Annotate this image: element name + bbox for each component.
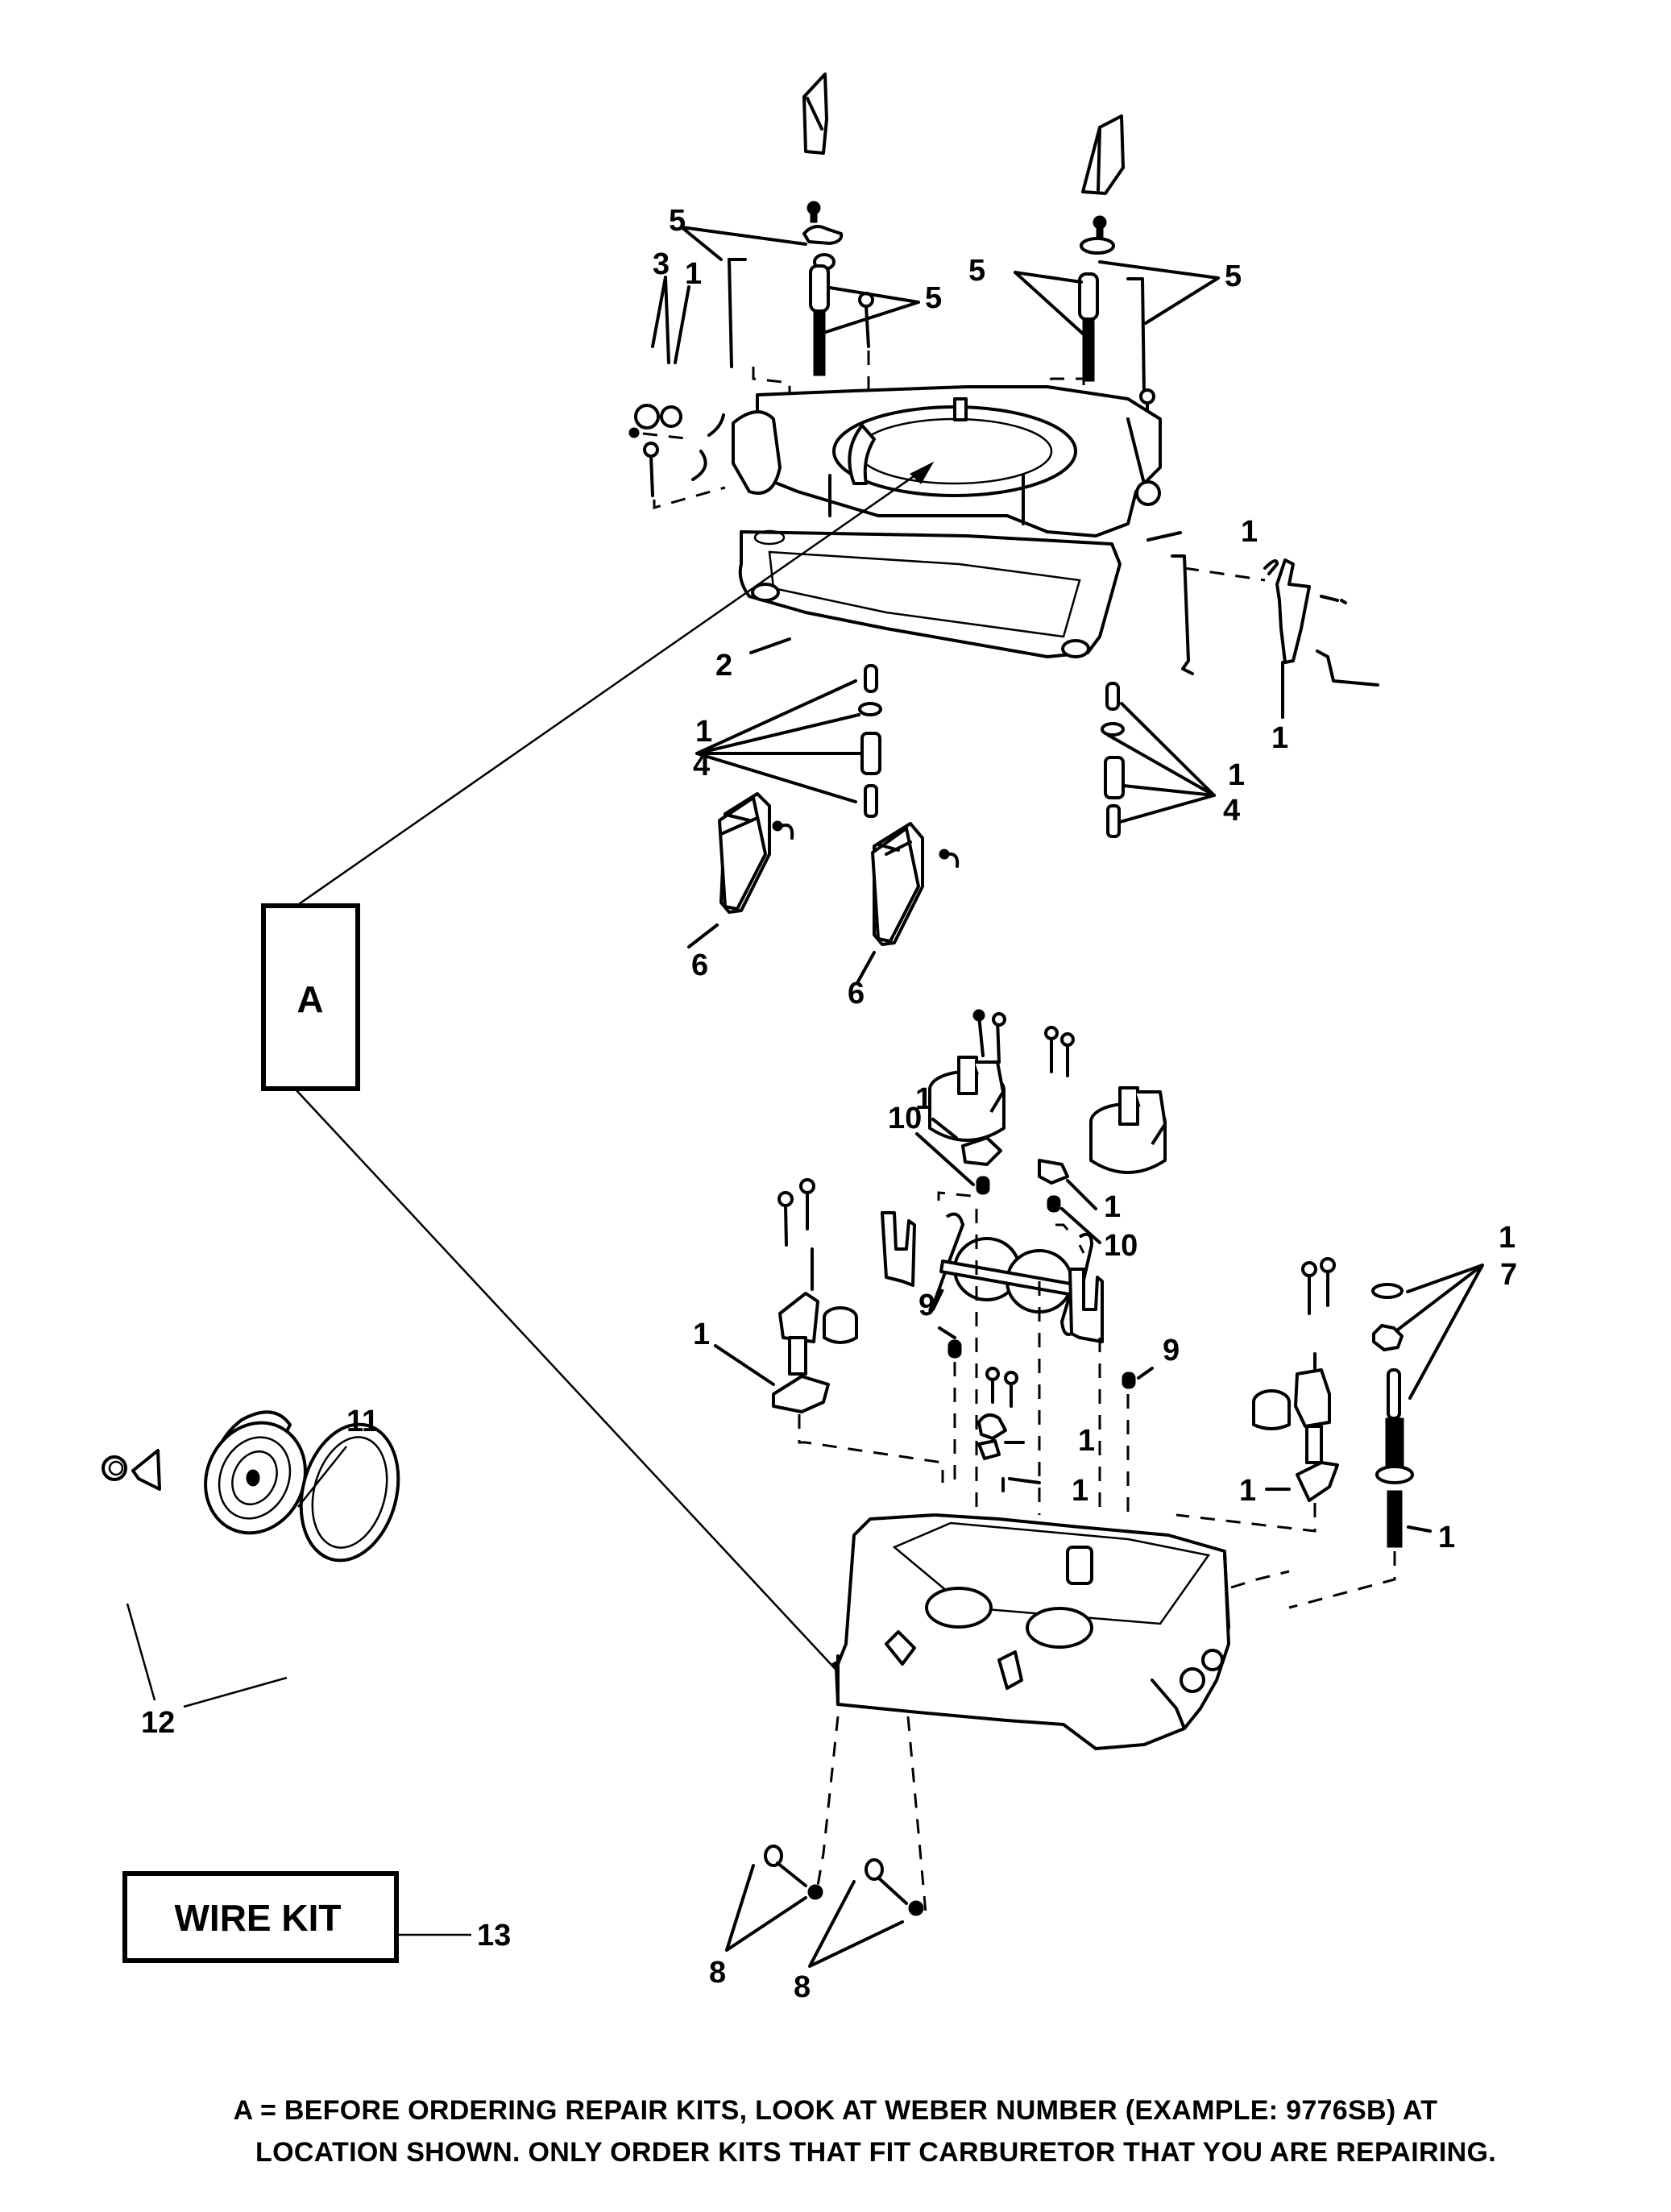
idle-needle-left <box>764 1716 840 1900</box>
pump-check-parts <box>977 1367 1041 1492</box>
callout-10: 10 <box>888 1102 922 1135</box>
footnote-line-1: A = BEFORE ORDERING REPAIR KITS, LOOK AT… <box>233 2095 1438 2126</box>
metering-rod-right <box>1040 272 1146 396</box>
pump-arm-linkage <box>1263 558 1379 719</box>
callout-9: 9 <box>918 1289 935 1322</box>
check-ball-left <box>976 1176 990 1195</box>
top-screw-left <box>802 201 844 271</box>
callout-5: 5 <box>1225 259 1242 293</box>
float-right <box>871 822 960 946</box>
idle-needle-right <box>865 1716 928 1923</box>
callout-8: 8 <box>709 1956 726 1990</box>
needle-seat-assembly-right <box>1101 682 1125 838</box>
needle-seat-assembly-left <box>858 664 882 818</box>
screw-upper-left <box>643 442 726 509</box>
callout-1: 1 <box>693 1318 710 1351</box>
wire-kit-label: WIRE KIT <box>175 1897 342 1939</box>
choke-housing-gasket <box>299 1422 400 1563</box>
callout-1: 1 <box>1228 758 1245 792</box>
pump-link-rod <box>1171 554 1266 675</box>
screw-upper-mid <box>858 292 874 395</box>
pump-gasket-right <box>1038 1159 1069 1185</box>
air-horn-gasket <box>738 529 1122 658</box>
callout-12: 12 <box>141 1706 175 1740</box>
reference-box-label: A <box>296 978 323 1020</box>
throttle-body <box>835 1513 1290 1750</box>
idle-mixture-screw <box>1288 1283 1414 1609</box>
reference-box-a: A <box>261 903 360 1091</box>
choke-thermostat-housing <box>204 1410 307 1535</box>
metering-rod-left <box>728 258 830 395</box>
air-valve-wedge-left <box>802 73 828 155</box>
callout-4: 4 <box>1223 794 1240 828</box>
top-screw-right <box>1080 215 1115 255</box>
float-left <box>718 792 794 914</box>
callout-1: 1 <box>1104 1190 1121 1224</box>
callout-1: 1 <box>1072 1474 1088 1508</box>
pump-gasket-left <box>961 1136 1002 1166</box>
reference-arrowhead-upper <box>910 461 935 484</box>
jet-left <box>947 1339 962 1491</box>
callout-5: 5 <box>669 204 686 238</box>
callout-1: 1 <box>1239 1474 1256 1508</box>
footnote-line-2: LOCATION SHOWN. ONLY ORDER KITS THAT FIT… <box>255 2137 1496 2168</box>
callout-6: 6 <box>691 948 708 982</box>
callout-1: 1 <box>685 257 702 291</box>
step-up-piston-right <box>1044 1026 1167 1174</box>
callout-13: 13 <box>477 1919 511 1953</box>
reference-leader-lower <box>294 1088 843 1677</box>
callout-2: 2 <box>715 649 732 683</box>
callout-1: 1 <box>1271 721 1288 755</box>
choke-nut-washer <box>628 404 725 481</box>
callout-1: 1 <box>1438 1521 1455 1554</box>
callout-labels: 5 3 1 5 5 5 1 2 1 1 4 1 4 6 6 1 10 1 10 … <box>141 204 1517 2004</box>
callout-1: 1 <box>1078 1424 1095 1458</box>
step-up-piston-left <box>928 1009 1006 1142</box>
choke-bracket-left <box>881 1211 916 1287</box>
callout-6: 6 <box>848 977 865 1011</box>
callout-7: 7 <box>1500 1258 1517 1292</box>
idle-adjust-assembly-left <box>777 1178 858 1376</box>
check-ball-right <box>1047 1195 1061 1213</box>
vertical-dash-guides <box>975 1209 1101 1531</box>
choke-retainer-screw <box>102 1449 161 1491</box>
air-horn <box>756 385 1162 537</box>
callout-1: 1 <box>1499 1221 1516 1255</box>
callout-leaders <box>126 226 1484 1968</box>
idle-adjust-assembly-right <box>1176 1257 1339 1533</box>
callout-8: 8 <box>794 1970 811 2004</box>
callout-1: 1 <box>695 715 712 749</box>
callout-3: 3 <box>653 247 670 281</box>
callout-11: 11 <box>346 1405 379 1438</box>
jet-right <box>1122 1372 1136 1515</box>
callout-1: 1 <box>1241 515 1258 549</box>
callout-5: 5 <box>968 254 985 288</box>
air-valve-wedge-right <box>1081 114 1125 195</box>
reference-leader-upper <box>296 466 927 907</box>
idle-adjust-gasket-left <box>772 1375 944 1483</box>
callout-5: 5 <box>925 281 942 315</box>
wire-kit-box: WIRE KIT <box>122 1871 399 1963</box>
choke-lever-plate <box>732 410 782 495</box>
callout-9: 9 <box>1163 1334 1180 1367</box>
callout-4: 4 <box>693 749 710 782</box>
callout-10: 10 <box>1104 1229 1138 1263</box>
callout-1: 1 <box>915 1082 932 1116</box>
choke-bracket-right <box>1068 1268 1104 1343</box>
